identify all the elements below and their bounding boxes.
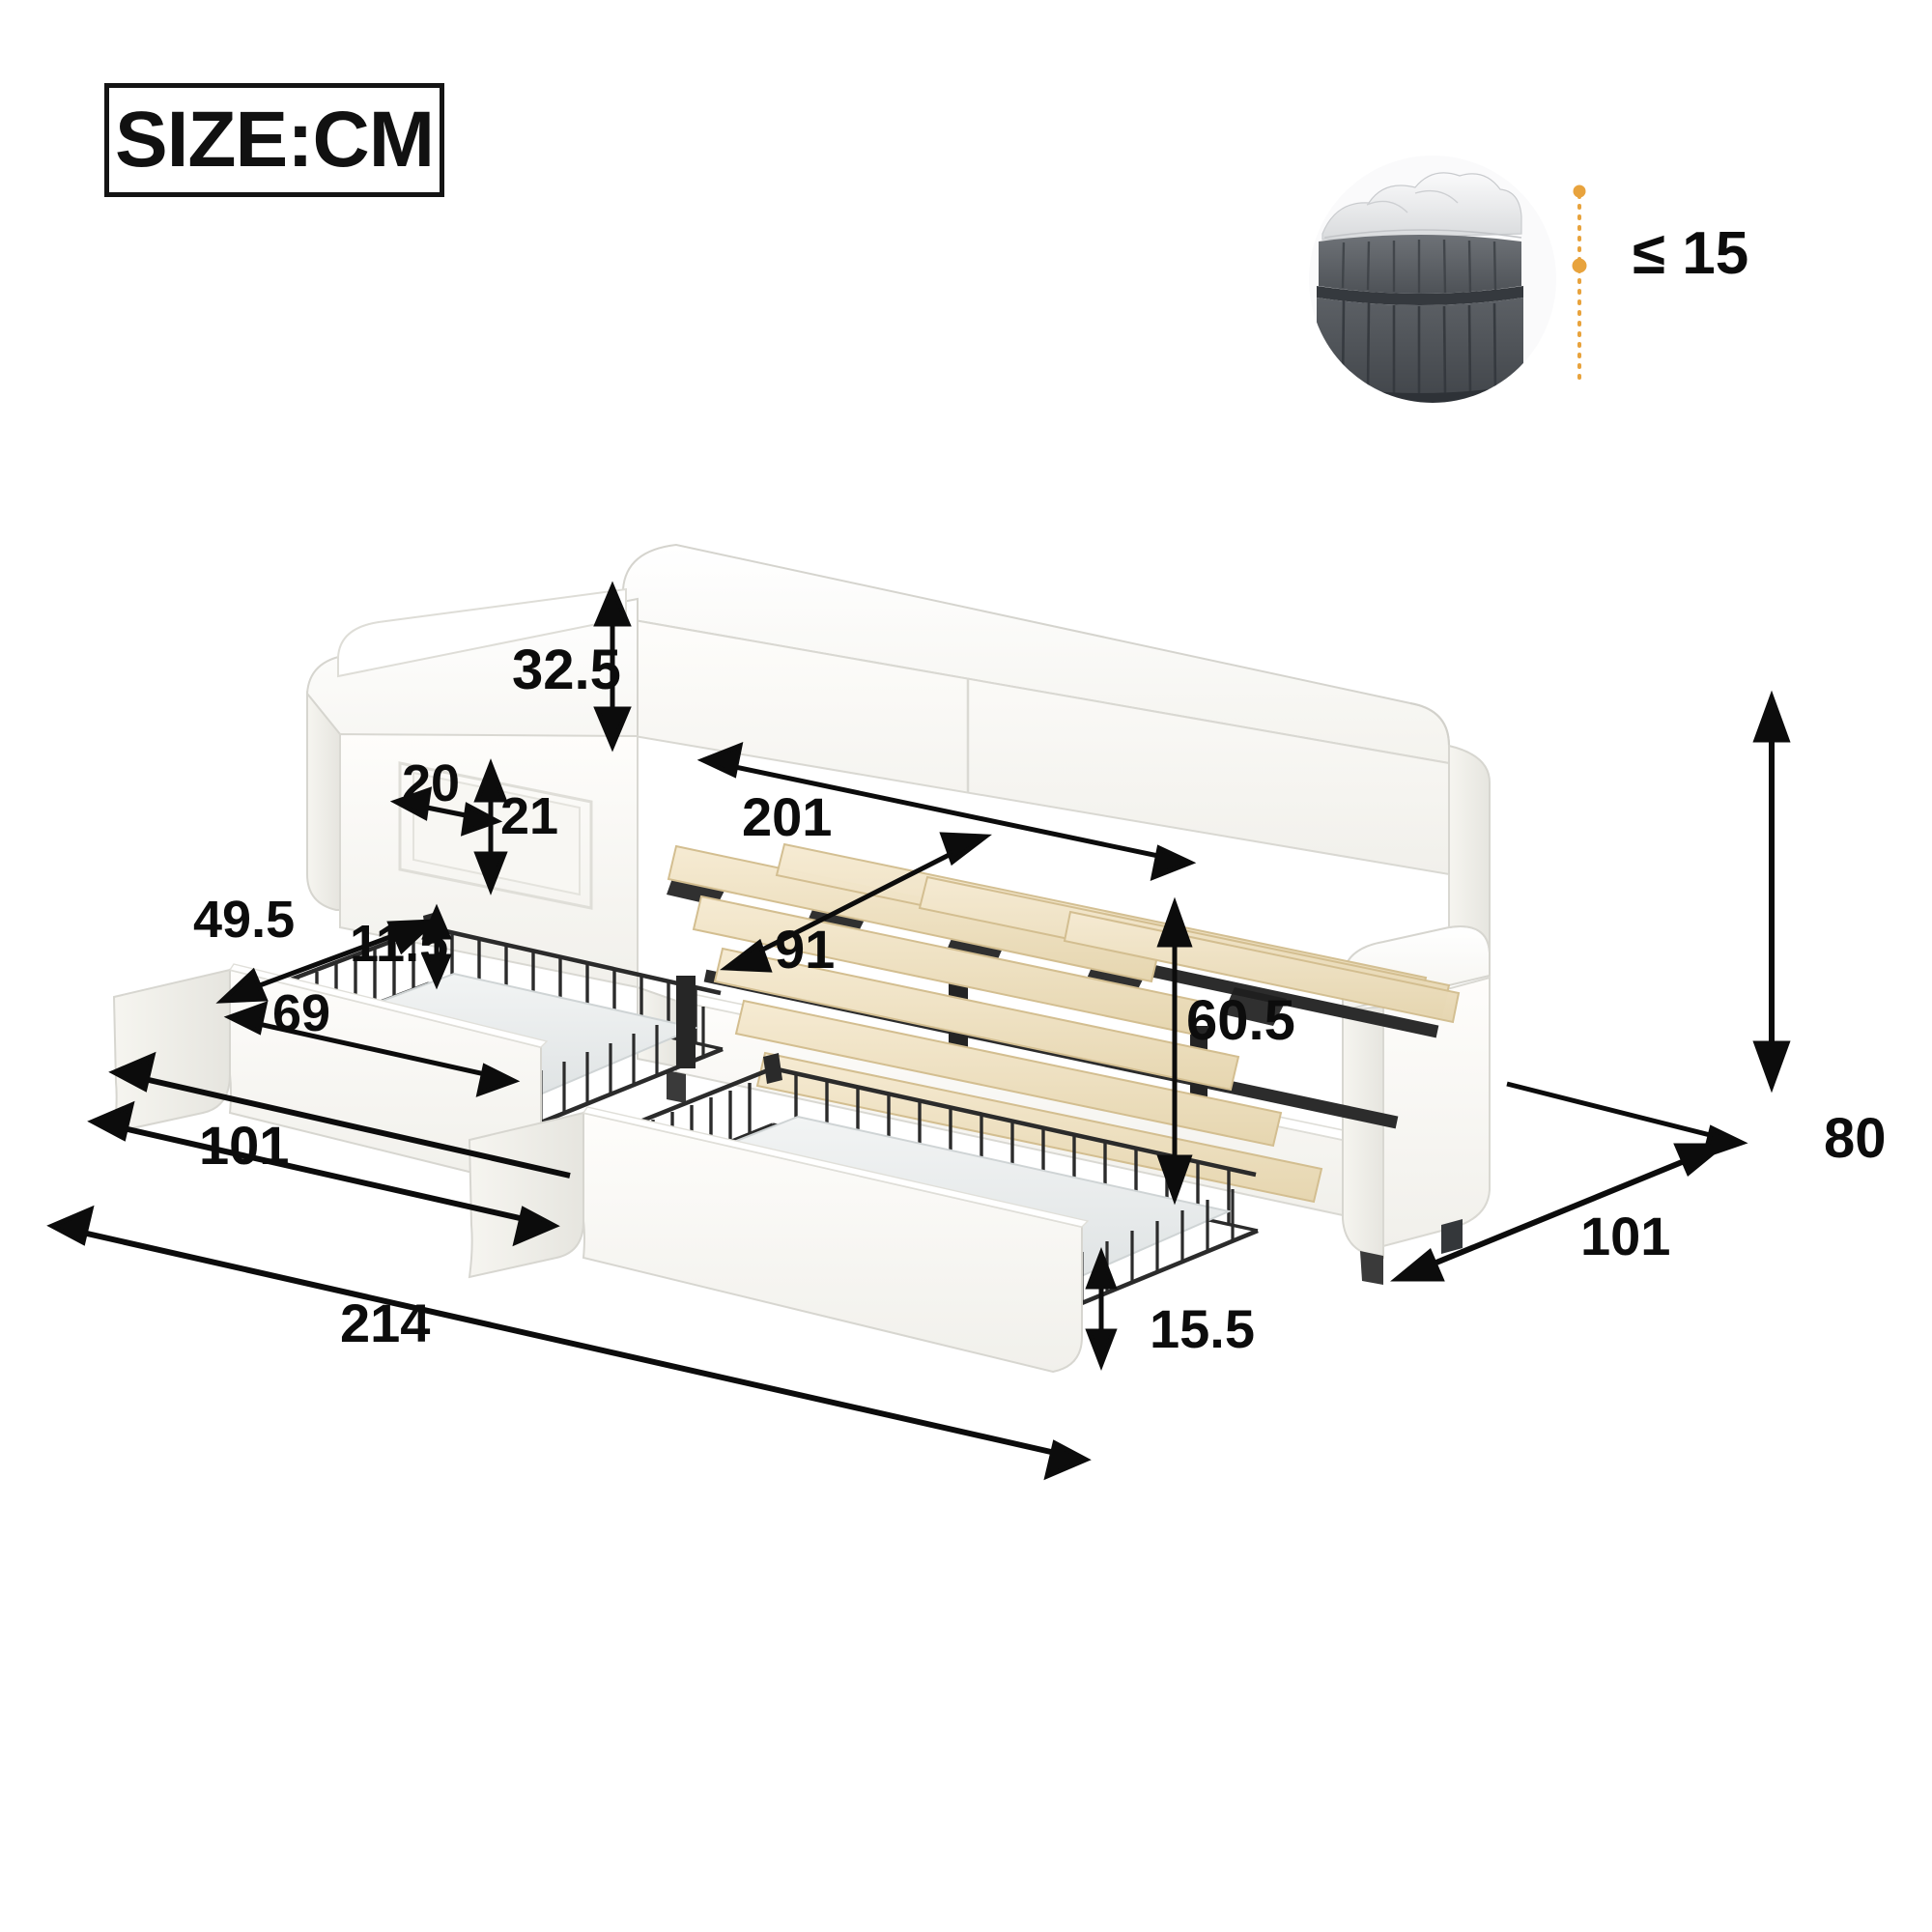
leg-back-right	[1441, 1219, 1463, 1254]
dim-pocket-height: 21	[500, 787, 559, 845]
drawer-lower-right[interactable]	[468, 976, 1259, 1374]
dimension-lines	[46, 581, 1791, 1481]
backrest-right-post	[1448, 744, 1491, 953]
dimline-depth-left	[87, 1100, 560, 1247]
dim-depth-left: 101	[199, 1115, 290, 1176]
dimline-slat-width	[720, 832, 992, 973]
dim-overall-height: 80	[1824, 1107, 1887, 1170]
guide-bottom-dot	[1572, 258, 1587, 273]
dim-footboard-height: 60.5	[1186, 989, 1295, 1052]
side-pocket	[412, 771, 581, 896]
mattress-max-thickness-label: ≤ 15	[1633, 220, 1749, 287]
dimline-overall-height	[1752, 690, 1791, 1094]
dimline-drawer-width	[223, 1001, 521, 1097]
dim-drawer-inner-depth: 49.5	[193, 891, 296, 949]
dimline-pocket-height	[473, 758, 508, 895]
dim-slat-length: 201	[742, 786, 833, 847]
dim-drawer-front-height: 15.5	[1150, 1298, 1255, 1359]
dimline-basket-height	[421, 903, 452, 990]
dimline-drawer-front-height	[1085, 1246, 1118, 1372]
size-unit-label: SIZE:CM	[114, 96, 435, 184]
leg-front-right	[1360, 1251, 1383, 1285]
mattress-thickness-inset	[1309, 145, 1608, 413]
dimline-total-length	[46, 1205, 1092, 1481]
dim-basket-height: 11.5	[350, 915, 449, 973]
thickness-guide	[1572, 185, 1587, 388]
mattress-mid-seam	[1317, 286, 1523, 305]
mattress-image	[1317, 172, 1523, 403]
side-pocket-outline	[398, 761, 593, 910]
drawer-upper-left[interactable]	[112, 912, 724, 1184]
mattress-pillow-top	[1321, 172, 1522, 241]
dim-depth-right: 101	[1580, 1206, 1671, 1266]
dimline-pocket-width	[389, 786, 503, 837]
drawer-front-face-lower	[582, 1111, 1083, 1374]
leg-front-left	[667, 1070, 686, 1103]
drawer-front-side-lower	[468, 1111, 584, 1279]
dim-total-length: 214	[340, 1293, 431, 1353]
dimline-armrest-height	[593, 581, 632, 753]
drawer-slide-lower	[763, 1053, 782, 1084]
dimline-footboard-height	[1156, 896, 1193, 1206]
drawer-support-post	[676, 976, 696, 1068]
size-unit-badge: SIZE:CM	[104, 83, 444, 197]
dim-drawer-inner-width: 69	[272, 984, 331, 1042]
right-armrest	[1342, 925, 1491, 1260]
dimline-corner-leaders	[1506, 1081, 1748, 1159]
dim-armrest-height: 32.5	[512, 639, 621, 701]
dim-slat-width: 91	[775, 919, 836, 980]
dimline-depth-left-upper	[108, 1051, 571, 1179]
dim-pocket-width: 20	[402, 754, 461, 812]
guide-top-dot	[1573, 185, 1586, 198]
left-armrest-upper	[337, 587, 627, 678]
dimline-drawer-depth	[215, 919, 440, 1004]
dimline-slat-length	[696, 741, 1197, 882]
